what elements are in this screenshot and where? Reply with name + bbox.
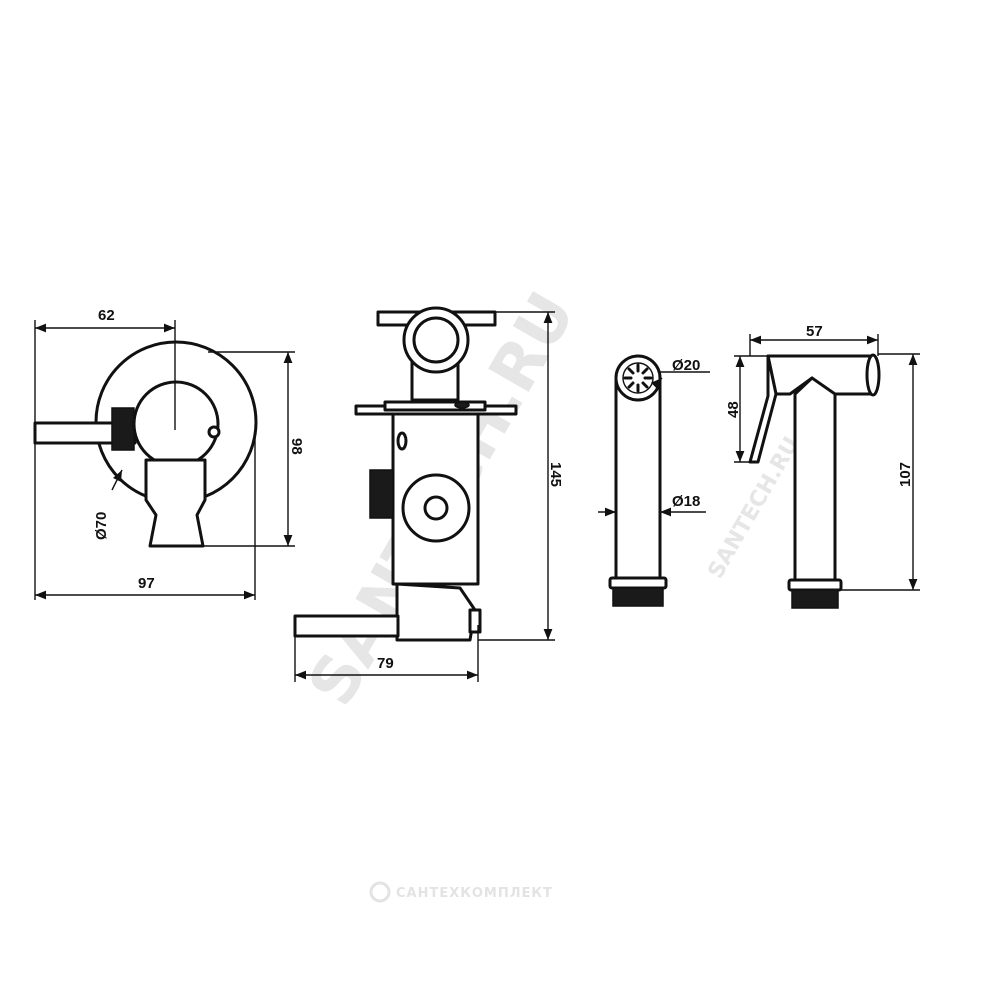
front-outlet [144,458,207,548]
side-lever [293,614,400,638]
logo-icon [369,881,391,903]
hose-collar [608,576,668,590]
shower-trigger [748,354,778,464]
side-ring-inner [412,316,460,364]
footer-text: САНТЕХКОМПЛЕКТ [396,886,553,901]
hose-view: Ø20 Ø18 [598,354,710,607]
shower-thread [791,589,839,609]
dim-62: 62 [98,307,115,324]
dim-145: 145 [547,462,564,487]
dim-d18: Ø18 [672,493,700,510]
hose-body [614,378,662,580]
dim-79: 79 [377,655,394,672]
front-screw [207,425,221,439]
side-outlet-hole [423,495,449,521]
front-nut [111,407,135,451]
dim-48: 48 [725,401,742,418]
front-view: 62 97 98 Ø70 [33,307,305,600]
shower-handle [793,376,837,582]
side-view: 145 79 [293,306,564,682]
front-cartridge [132,380,220,468]
dim-d20: Ø20 [672,357,700,374]
dim-97: 97 [138,575,155,592]
footer-logo: САНТЕХКОМПЛЕКТ [369,881,553,903]
hose-thread [612,587,664,607]
dim-107: 107 [897,462,914,487]
side-lever-hub [395,582,477,642]
shower-collar [787,578,843,592]
shower-view: 57 48 107 [725,323,920,609]
dim-d70: Ø70 [93,512,110,540]
dim-57: 57 [806,323,823,340]
dim-98: 98 [288,438,305,455]
side-nut [369,469,394,519]
